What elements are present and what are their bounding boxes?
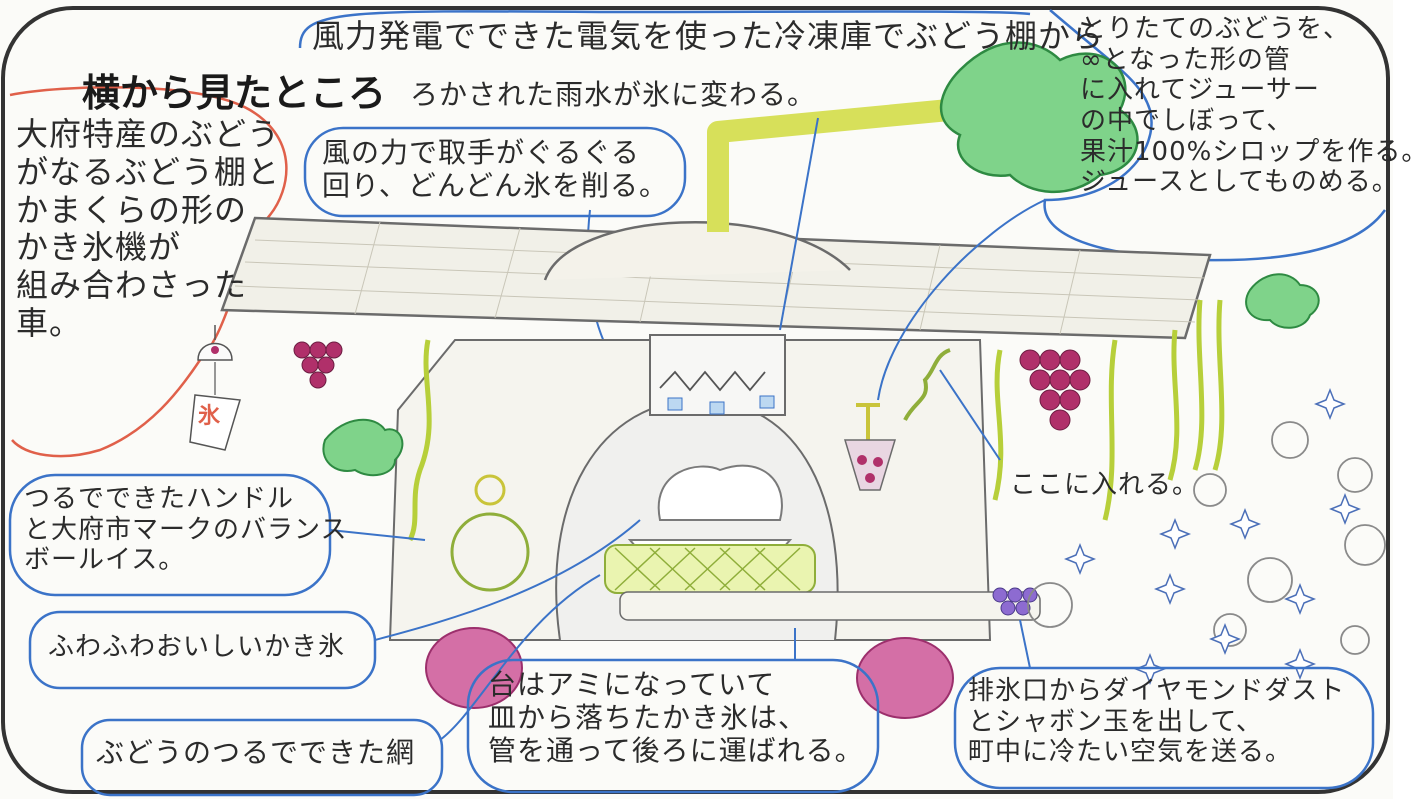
base-text: 台はアミになっていて 皿から落ちたかき氷は、 管を通って後ろに運ばれる。 xyxy=(488,668,864,768)
exhaust-text: 排氷口からダイヤモンドダスト とシャボン玉を出して、 町中に冷たい空気を送る。 xyxy=(968,676,1346,768)
sparkle-icon xyxy=(1063,387,1362,686)
leaf-icon xyxy=(322,418,404,477)
drawing-canvas: 横から見たところ 風力発電でできた電気を使った冷凍庫でぶどう棚から ろかされた雨… xyxy=(1,6,1428,797)
bubble-icon xyxy=(1027,421,1386,655)
roof xyxy=(220,216,1212,340)
wind-callout xyxy=(303,126,687,218)
leaf-icon xyxy=(1245,273,1320,329)
vines xyxy=(407,299,1225,542)
handle-pointer xyxy=(329,529,426,541)
fluffy-text: ふわふわおいしいかき氷 xyxy=(48,632,346,662)
shaved-ice xyxy=(657,464,783,521)
top-banner-text: 風力発電でできた電気を使った冷凍庫でぶどう棚から xyxy=(312,17,1105,55)
wind-chime-icon xyxy=(189,325,241,451)
illustration xyxy=(1,6,1390,797)
put-here-text: ここに入れる。 xyxy=(1010,470,1200,500)
put-pointer xyxy=(939,369,1001,461)
flag-ice-text: 氷 xyxy=(198,404,222,429)
wind-text: 風の力で取手がぐるぐる 回り、どんどん氷を削る。 xyxy=(322,136,669,203)
dome-top xyxy=(543,221,851,281)
pipe-pointer xyxy=(779,117,819,331)
ice-cube xyxy=(667,397,683,411)
top-banner-cont: ろかされた雨水が氷に変わる。 xyxy=(410,78,817,111)
ice-cube xyxy=(759,395,775,409)
wheel-back xyxy=(856,637,954,719)
juice-text: とりたてのぶどうを、 ∞となった形の管 に入れてジューサー の中でしぼって、 果… xyxy=(1080,14,1428,198)
net-pattern xyxy=(614,547,801,591)
fluffy-callout xyxy=(28,610,377,690)
net-text: ぶどうのつるでできた網 xyxy=(96,736,416,769)
exhaust-callout xyxy=(953,666,1375,790)
page-title: 横から見たところ xyxy=(82,71,387,115)
balance-ball xyxy=(450,512,530,592)
fluffy-pointer xyxy=(374,519,641,641)
net-callout xyxy=(80,718,444,797)
grape-cluster-icon xyxy=(293,341,343,389)
top-callout xyxy=(298,10,1031,49)
ice-pipe xyxy=(619,591,1041,621)
intro-text: 大府特産のぶどう がなるぶどう棚と かまくらの形の かき氷機が 組み合わさった … xyxy=(16,115,281,342)
leaf-icon xyxy=(940,41,1139,194)
handle-text: つるでできたハンドル と大府市マークのバランス ボールイス。 xyxy=(24,484,348,576)
handle-ring xyxy=(474,474,506,506)
exhaust-pointer xyxy=(1019,619,1031,669)
juice-pipe xyxy=(707,97,972,232)
handle-callout xyxy=(8,473,332,597)
wheel-front xyxy=(425,627,523,709)
ice-cube xyxy=(709,401,725,415)
net-pointer xyxy=(439,574,601,741)
base-callout xyxy=(466,658,880,794)
juicer xyxy=(843,348,951,491)
juice-callout xyxy=(1043,9,1387,262)
blade xyxy=(659,370,766,392)
grape-cluster-icon xyxy=(1019,349,1091,431)
juice-pointer xyxy=(877,199,1046,401)
